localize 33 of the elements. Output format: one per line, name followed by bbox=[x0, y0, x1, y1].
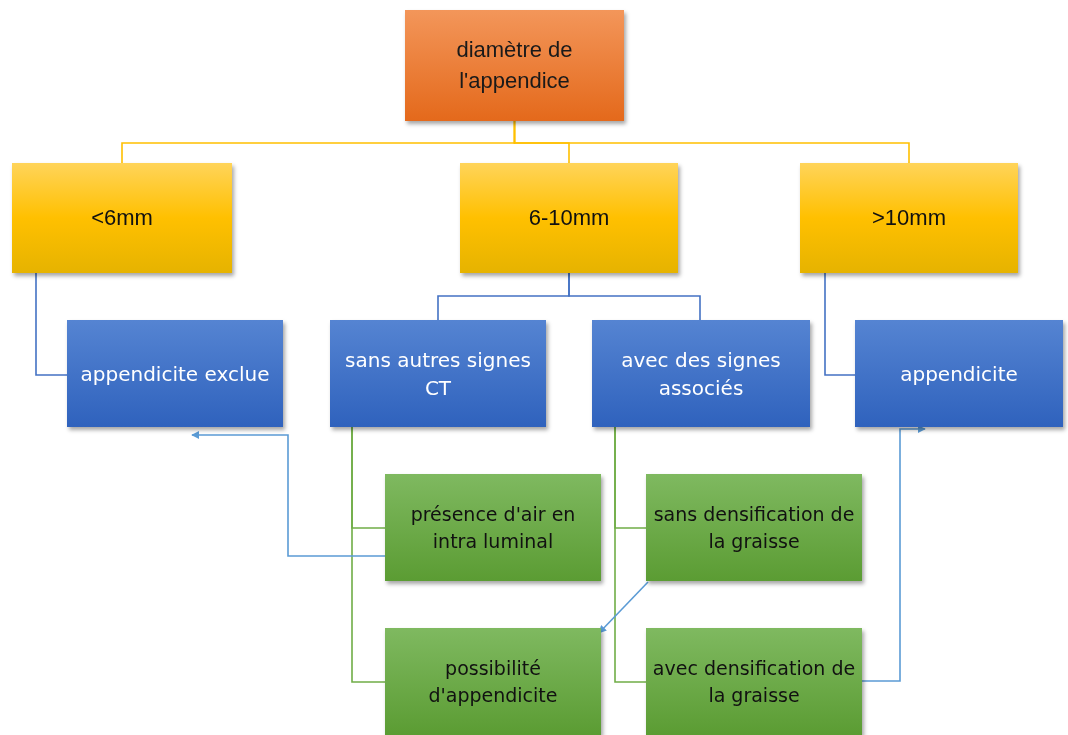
process-box bbox=[855, 320, 1063, 427]
connector-line bbox=[351, 426, 386, 683]
box-label: diamètre de l'appendice bbox=[455, 35, 574, 95]
process-box bbox=[330, 320, 546, 427]
connector-line bbox=[824, 272, 856, 376]
process-box bbox=[646, 628, 862, 735]
process-box bbox=[12, 163, 232, 273]
box-label: possibilité d'appendicite bbox=[427, 655, 559, 708]
connector-line bbox=[35, 272, 68, 376]
connector-line bbox=[513, 120, 910, 164]
box-label: avec des signes associés bbox=[620, 346, 782, 402]
connector-line bbox=[568, 272, 701, 321]
box-label: appendicite bbox=[900, 360, 1018, 388]
box-label: présence d'air en intra luminal bbox=[409, 501, 577, 554]
box-label: 6-10mm bbox=[528, 203, 610, 232]
process-box bbox=[646, 474, 862, 581]
box-label: >10mm bbox=[872, 203, 946, 232]
process-box bbox=[405, 10, 624, 121]
arrow bbox=[598, 581, 649, 634]
arrow bbox=[191, 431, 386, 557]
process-box bbox=[800, 163, 1018, 273]
process-box bbox=[592, 320, 810, 427]
box-label: sans densification de la graisse bbox=[652, 501, 856, 554]
connector-line bbox=[614, 426, 647, 683]
process-box bbox=[385, 474, 601, 581]
process-box bbox=[385, 628, 601, 735]
process-box bbox=[67, 320, 283, 427]
box-label: sans autres signes CT bbox=[344, 346, 532, 402]
box-label: <6mm bbox=[91, 203, 153, 232]
arrow bbox=[861, 425, 926, 682]
box-label: avec densification de la graisse bbox=[652, 655, 856, 708]
process-box bbox=[460, 163, 678, 273]
box-label: appendicite exclue bbox=[80, 360, 270, 388]
